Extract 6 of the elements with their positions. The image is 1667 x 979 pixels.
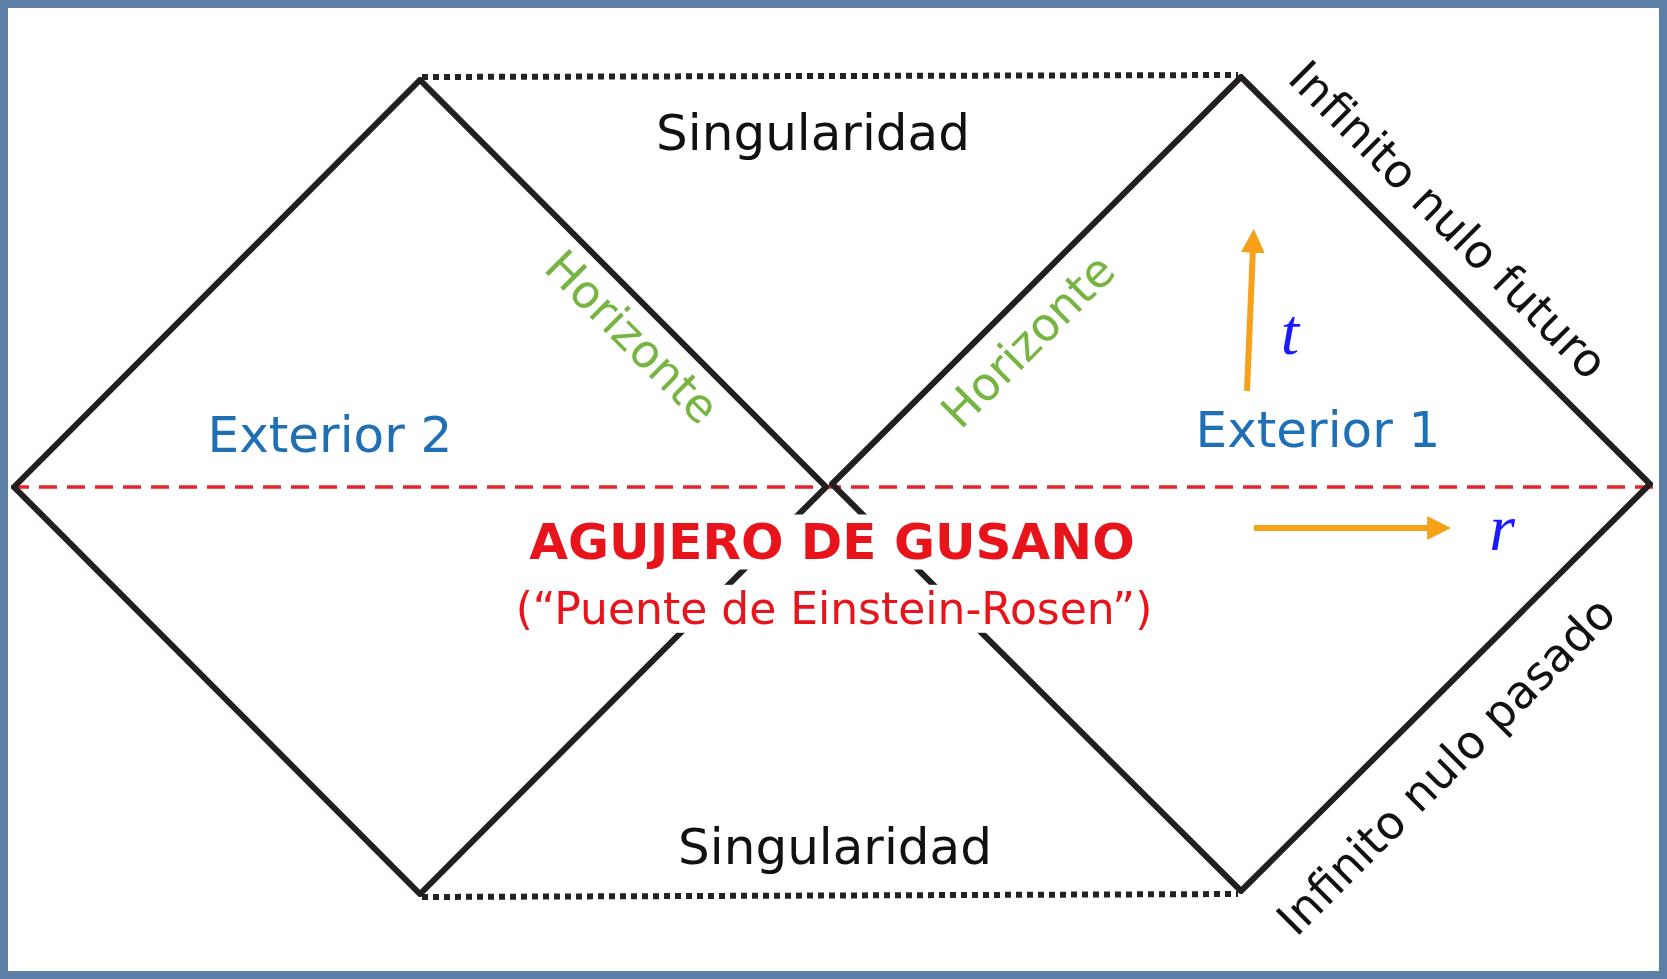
singularity-label: Singularidad — [656, 105, 970, 161]
singularity-label: Singularidad — [678, 819, 992, 875]
region-label: Exterior 2 — [207, 407, 453, 463]
radial-axis-label: r — [1489, 491, 1515, 565]
time-axis-label: t — [1280, 295, 1300, 369]
region-label: Exterior 1 — [1195, 402, 1441, 458]
